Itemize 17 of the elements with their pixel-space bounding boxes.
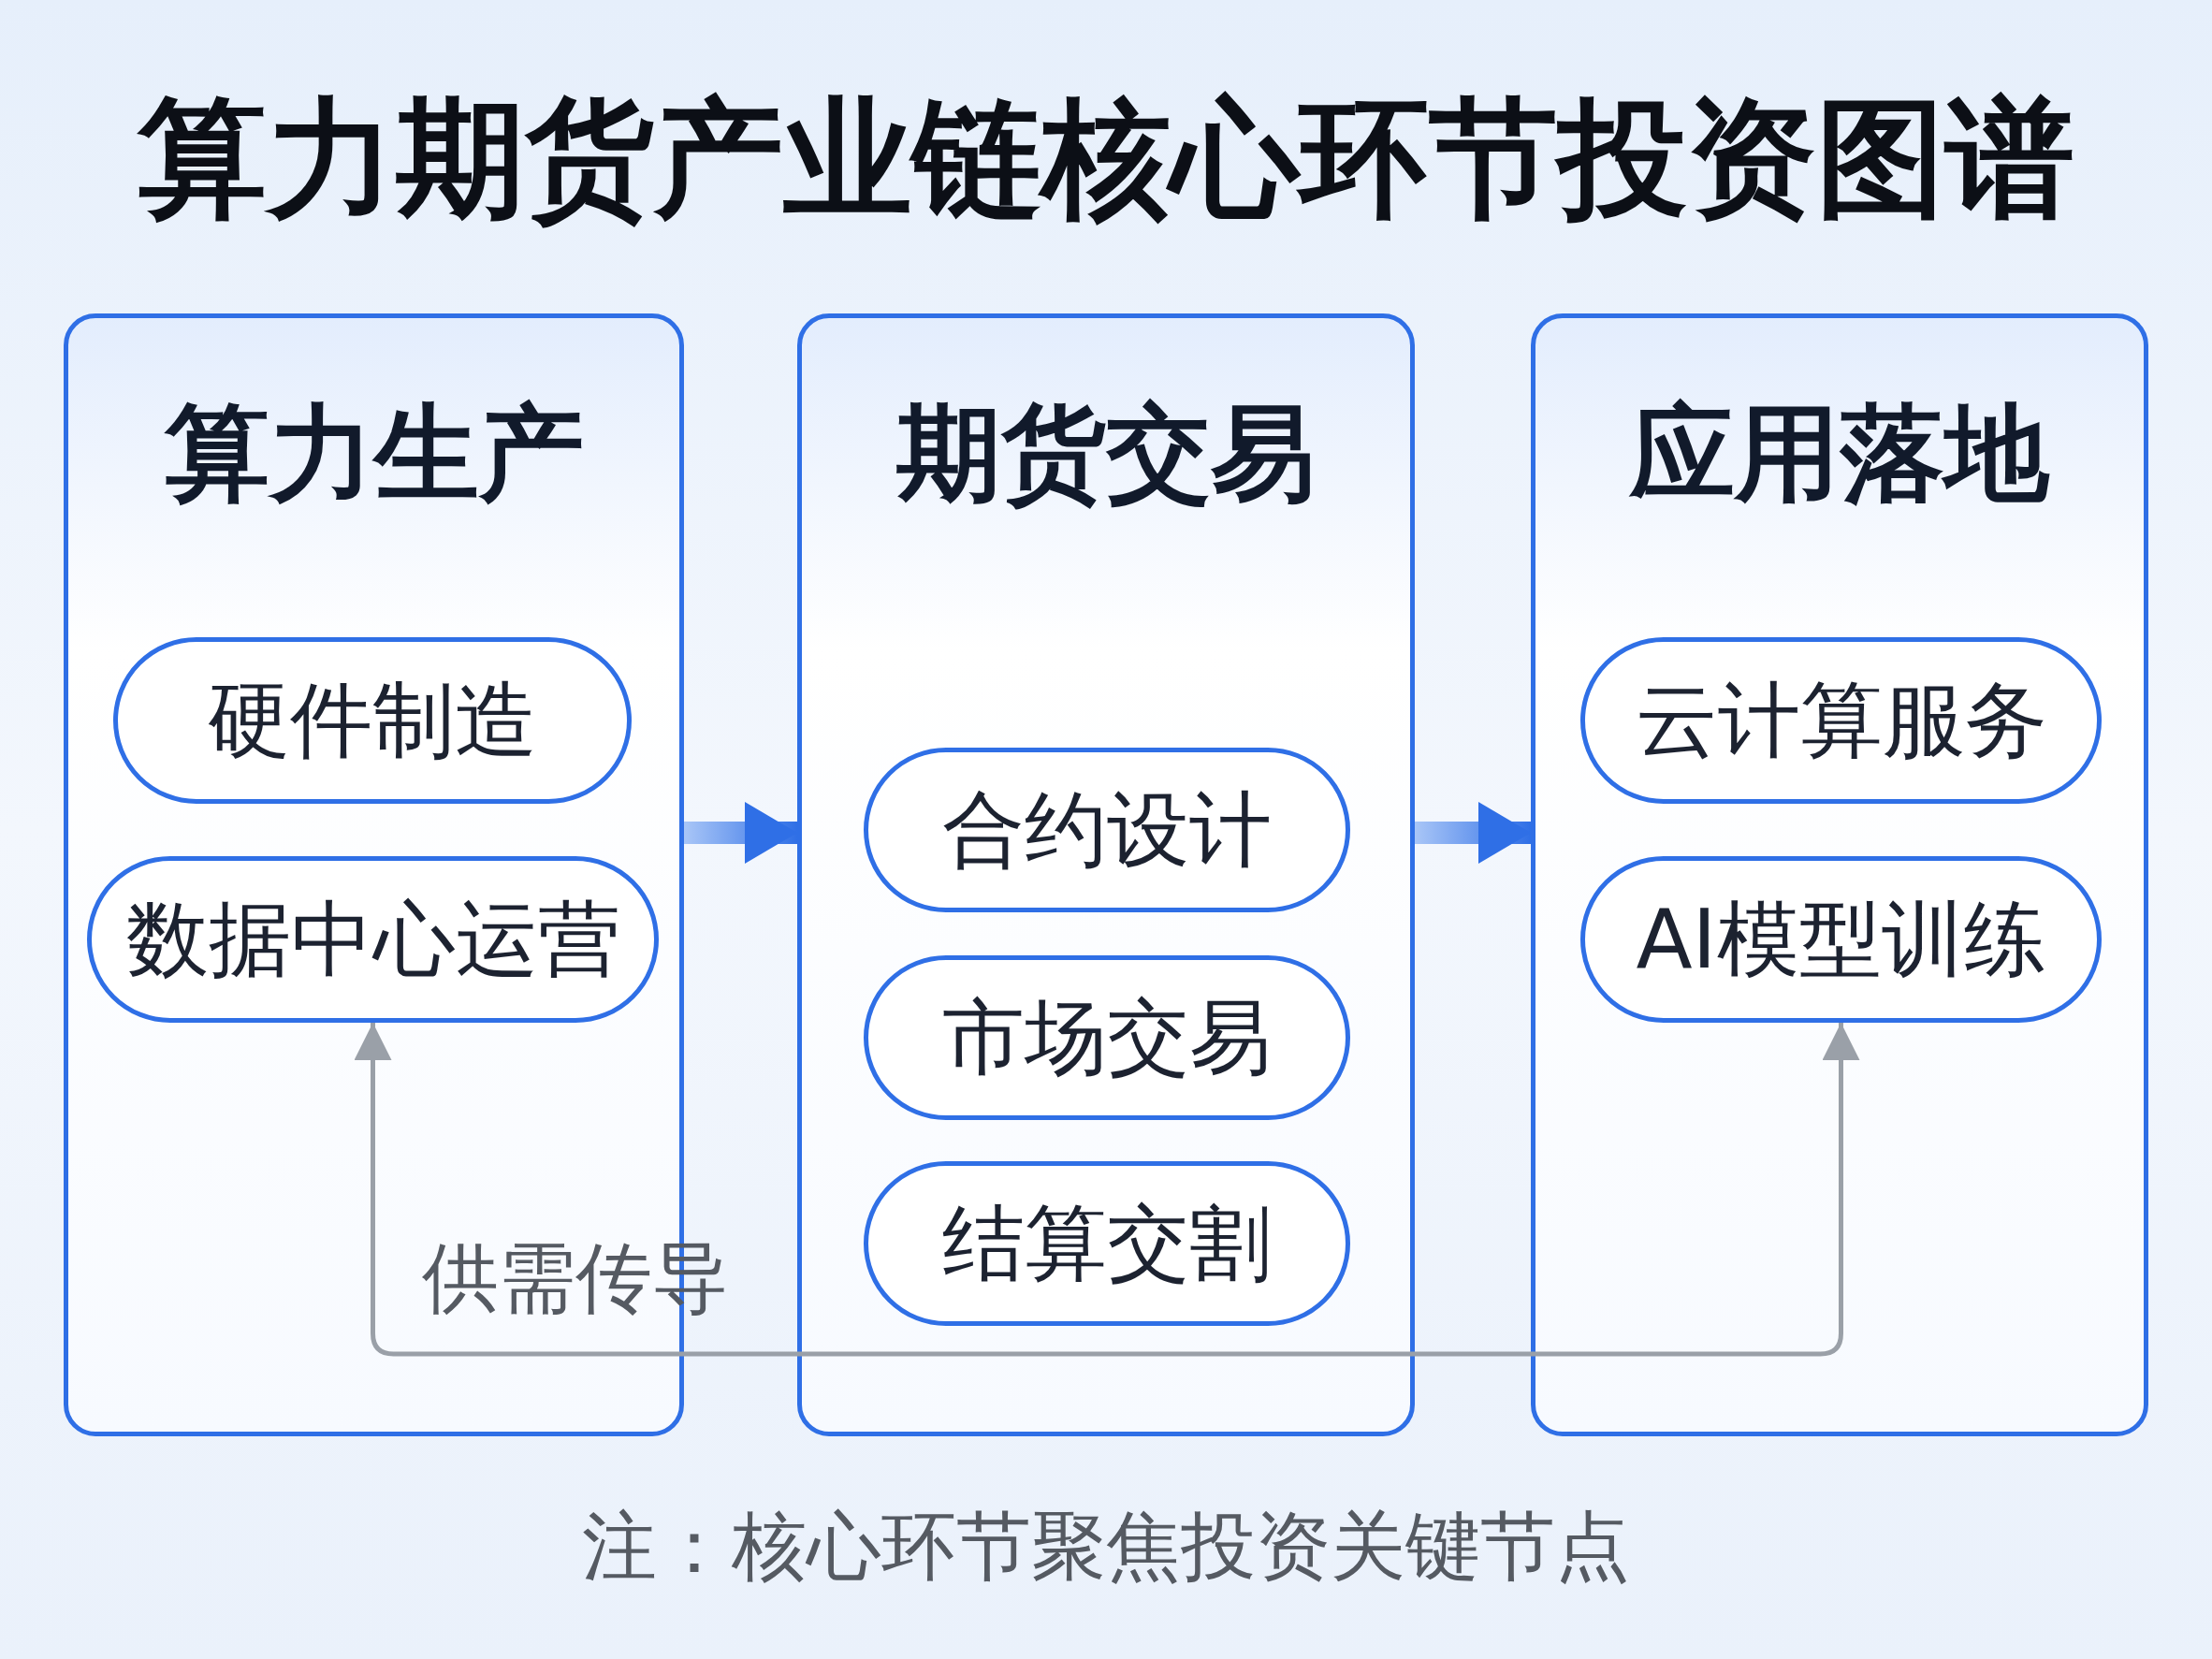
caption: 注：核心环节聚焦投资关键节点 [581,1502,1631,1592]
process-pill: 市场交易 [864,955,1350,1120]
process-pill: 云计算服务 [1580,637,2102,804]
process-pill: 结算交割 [864,1161,1350,1326]
title: 算力期货产业链核心环节投资图谱 [136,82,2075,236]
column-panel [1531,313,2148,1436]
process-pill: 合约设计 [864,748,1350,912]
panel-heading: 算力生产 [163,391,585,516]
panel-heading: 期货交易 [895,391,1317,516]
feedback-arrow [354,1023,1860,1357]
process-pill: 硬件制造 [113,637,632,804]
column-panel [797,313,1415,1436]
panel-heading: 应用落地 [1628,391,2051,516]
flow-arrow [1415,802,1531,864]
process-pill: 数据中心运营 [87,856,659,1023]
process-pill: AI模型训练 [1580,856,2102,1023]
flow-arrow [684,802,797,864]
